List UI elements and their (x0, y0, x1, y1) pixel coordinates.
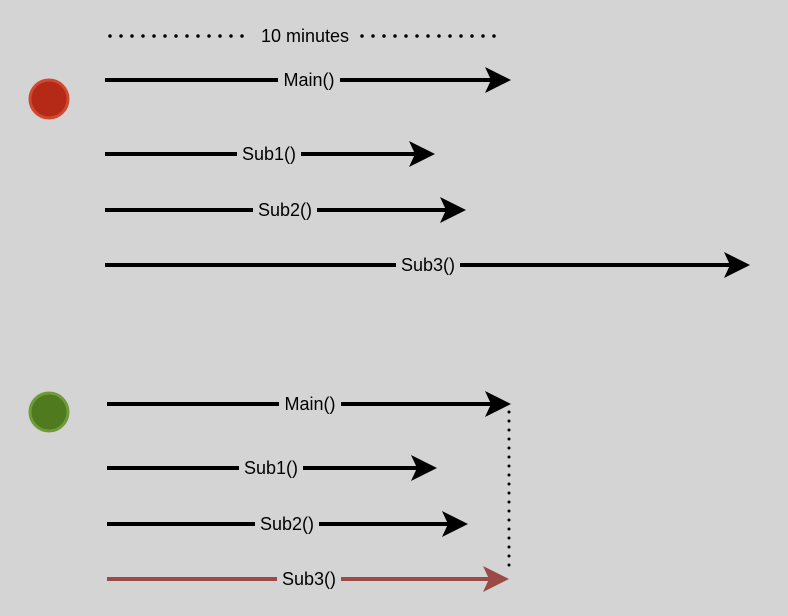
arrow-head (724, 252, 750, 278)
arrow-head (440, 197, 466, 223)
arrow-sub3-highlighted: Sub3() (107, 566, 509, 592)
group-green: Main() Sub1() Sub2() Sub3() (28, 391, 511, 592)
label-background (253, 200, 317, 220)
arrow-head (485, 391, 511, 417)
red-circle-icon (28, 78, 70, 120)
arrow-label: Sub3() (282, 569, 336, 589)
arrow-label: Main() (283, 70, 334, 90)
label-background (396, 255, 460, 275)
arrow-label: Main() (284, 394, 335, 414)
arrow-sub1: Sub1() (105, 141, 435, 167)
arrow-sub3: Sub3() (105, 252, 750, 278)
arrow-label: Sub2() (260, 514, 314, 534)
label-background (277, 569, 341, 589)
arrow-main: Main() (105, 67, 511, 93)
label-background (237, 144, 301, 164)
arrow-label: Sub1() (242, 144, 296, 164)
time-scale: 10 minutes (108, 26, 499, 46)
arrow-head (483, 566, 509, 592)
green-circle-icon (28, 391, 70, 433)
label-background (279, 394, 341, 414)
arrow-label: Sub1() (244, 458, 298, 478)
arrow-head (485, 67, 511, 93)
label-background (255, 514, 319, 534)
label-background (278, 70, 340, 90)
arrow-main: Main() (107, 391, 511, 417)
label-background (239, 458, 303, 478)
time-scale-label: 10 minutes (261, 26, 349, 46)
group-red: Main() Sub1() Sub2() Sub3() (28, 67, 750, 278)
arrow-sub2: Sub2() (105, 197, 466, 223)
arrow-label: Sub2() (258, 200, 312, 220)
arrow-head (411, 455, 437, 481)
arrow-sub2: Sub2() (107, 511, 468, 537)
arrow-head (442, 511, 468, 537)
arrow-label: Sub3() (401, 255, 455, 275)
arrow-sub1: Sub1() (107, 455, 437, 481)
arrow-head (409, 141, 435, 167)
